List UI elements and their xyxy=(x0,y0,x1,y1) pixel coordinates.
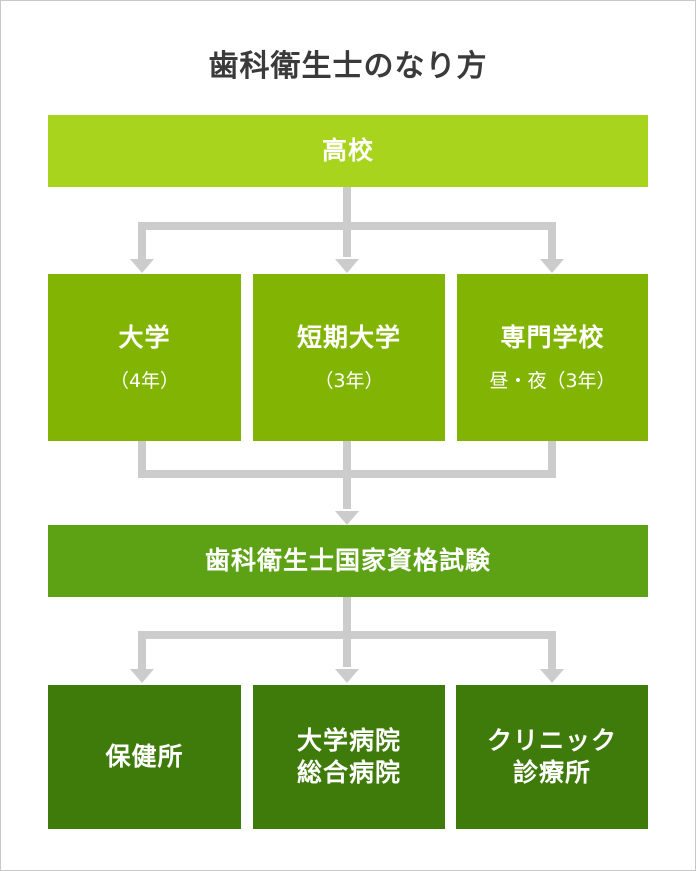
arrow-to-hospital xyxy=(335,669,359,683)
workplace-label-line1: 保健所 xyxy=(105,741,184,771)
school-label: 大学 xyxy=(118,322,171,352)
school-box-junior-college: 短期大学 （3年） xyxy=(253,274,445,441)
highschool-box: 高校 xyxy=(48,115,648,187)
workplace-label-line1: クリニック xyxy=(486,725,617,755)
arrow-to-senmon xyxy=(540,259,564,273)
workplace-label-line2: 診療所 xyxy=(512,758,591,787)
page-title: 歯科衛生士のなり方 xyxy=(208,49,488,84)
exam-box: 歯科衛生士国家資格試験 xyxy=(48,525,648,597)
school-duration: （4年） xyxy=(109,370,180,393)
arrow-to-exam xyxy=(335,511,359,525)
arrow-to-tanki xyxy=(335,259,359,273)
workplace-box-health-center: 保健所 xyxy=(48,685,241,829)
arrow-to-hokenjo xyxy=(130,669,154,683)
workplace-label-line2: 総合病院 xyxy=(296,758,401,787)
school-label: 専門学校 xyxy=(500,322,605,352)
connector-top-branch xyxy=(138,222,556,263)
exam-label: 歯科衛生士国家資格試験 xyxy=(204,545,491,575)
arrow-to-daigaku xyxy=(130,259,154,273)
school-duration: 昼・夜（3年） xyxy=(489,370,616,393)
school-box-university: 大学 （4年） xyxy=(48,274,241,441)
highschool-label: 高校 xyxy=(321,135,374,165)
workplace-box-clinic: クリニック 診療所 xyxy=(456,685,648,829)
connector-bottom-branch xyxy=(138,631,556,673)
arrow-to-clinic xyxy=(540,669,564,683)
workplace-box-hospital: 大学病院 総合病院 xyxy=(253,685,445,829)
school-box-vocational: 専門学校 昼・夜（3年） xyxy=(457,274,648,441)
school-label: 短期大学 xyxy=(296,322,401,352)
workplace-label-line1: 大学病院 xyxy=(296,725,401,755)
school-duration: （3年） xyxy=(314,370,384,393)
